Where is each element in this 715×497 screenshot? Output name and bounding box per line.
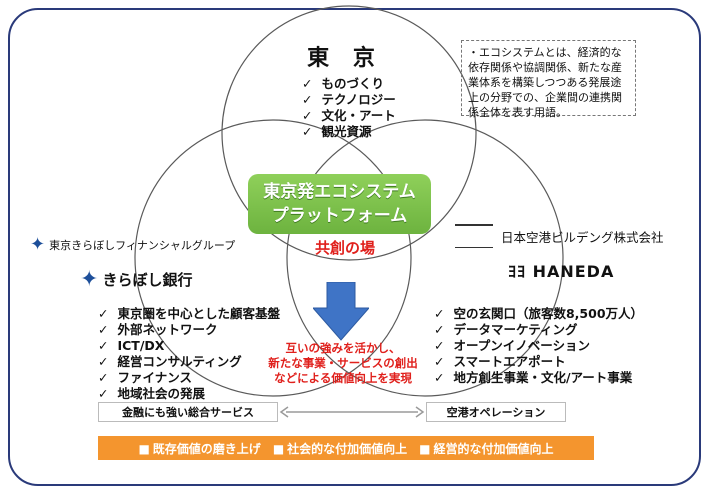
tokyo-list: ものづくり テクノロジー 文化・アート 観光資源 <box>302 76 396 140</box>
kiraboshi-star-icon: ✦ <box>80 267 99 292</box>
kiraboshi-star-icon: ✦ <box>30 234 46 255</box>
list-item: データマーケティング <box>434 322 643 338</box>
cocreate-label: 共創の場 <box>314 239 375 257</box>
kiraboshi-list: 東京圏を中心とした顧客基盤 外部ネットワーク ICT/DX 経営コンサルティング… <box>98 306 280 402</box>
value-text-line: などによる価値向上を実現 <box>274 371 412 385</box>
list-item: スマートエアポート <box>434 354 643 370</box>
platform-box: 東京発エコシステム プラットフォーム <box>248 174 431 234</box>
value-creation-text: 互いの強みを活かし、 新たな事業・サービスの創出 などによる価値向上を実現 <box>254 341 432 386</box>
value-banner: 既存価値の磨き上げ 社会的な付加価値向上 経営的な付加価値向上 <box>98 436 594 460</box>
outer-frame <box>8 8 701 486</box>
company-name: 日本空港ビルデング株式会社 <box>501 229 664 245</box>
value-text-line: 新たな事業・サービスの創出 <box>268 356 418 370</box>
list-item: 観光資源 <box>302 124 396 140</box>
bidirectional-arrow-icon <box>279 406 425 418</box>
airport-terminal-mark-icon <box>455 224 493 248</box>
ecosystem-definition-note: ・エコシステムとは、経済的な依存関係や協調関係、新たな産業体系を構築しつつある発… <box>461 40 636 119</box>
list-item: テクノロジー <box>302 92 395 108</box>
kiraboshi-bank-logo: ✦ きらぼし銀行 <box>80 267 192 292</box>
list-item: 東京圏を中心とした顧客基盤 <box>98 306 280 322</box>
platform-line1: 東京発エコシステム <box>263 182 416 202</box>
banner-item: 社会的な付加価値向上 <box>273 440 407 457</box>
bank-name: きらぼし銀行 <box>102 271 193 289</box>
banner-item: 経営的な付加価値向上 <box>419 440 554 457</box>
banner-item: 既存価値の磨き上げ <box>138 440 261 457</box>
venn-circle-haneda <box>286 119 564 397</box>
list-item: ICT/DX <box>98 338 280 354</box>
list-item: 地方創生事業・文化/アート事業 <box>434 370 643 386</box>
airport-operations-box: 空港オペレーション <box>426 402 566 422</box>
list-item: オープンイノベーション <box>434 338 643 354</box>
list-item: 外部ネットワーク <box>98 322 280 338</box>
haneda-list: 空の玄関口（旅客数8,500万人） データマーケティング オープンイノベーション… <box>434 306 643 386</box>
platform-line2: プラットフォーム <box>271 206 408 226</box>
tokyo-title: 東 京 <box>307 46 383 71</box>
list-item: ファイナンス <box>98 370 280 386</box>
value-text-line: 互いの強みを活かし、 <box>285 341 401 355</box>
venn-circle-tokyo <box>221 5 477 261</box>
list-item: 空の玄関口（旅客数8,500万人） <box>434 306 643 322</box>
financial-services-box: 金融にも強い総合サービス <box>98 402 278 422</box>
japan-airport-terminal-logo: 日本空港ビルデング株式会社 <box>455 224 664 248</box>
list-item: ものづくり <box>302 76 396 92</box>
haneda-logo: ﾖﾖ HANEDA <box>508 262 615 281</box>
list-item: 文化・アート <box>302 108 395 124</box>
list-item: 経営コンサルティング <box>98 354 280 370</box>
group-name: 東京きらぼしフィナンシャルグループ <box>49 238 236 252</box>
list-item: 地域社会の発展 <box>98 386 280 402</box>
down-arrow-icon <box>313 282 369 341</box>
kiraboshi-fg-logo: ✦ 東京きらぼしフィナンシャルグループ <box>30 234 235 255</box>
